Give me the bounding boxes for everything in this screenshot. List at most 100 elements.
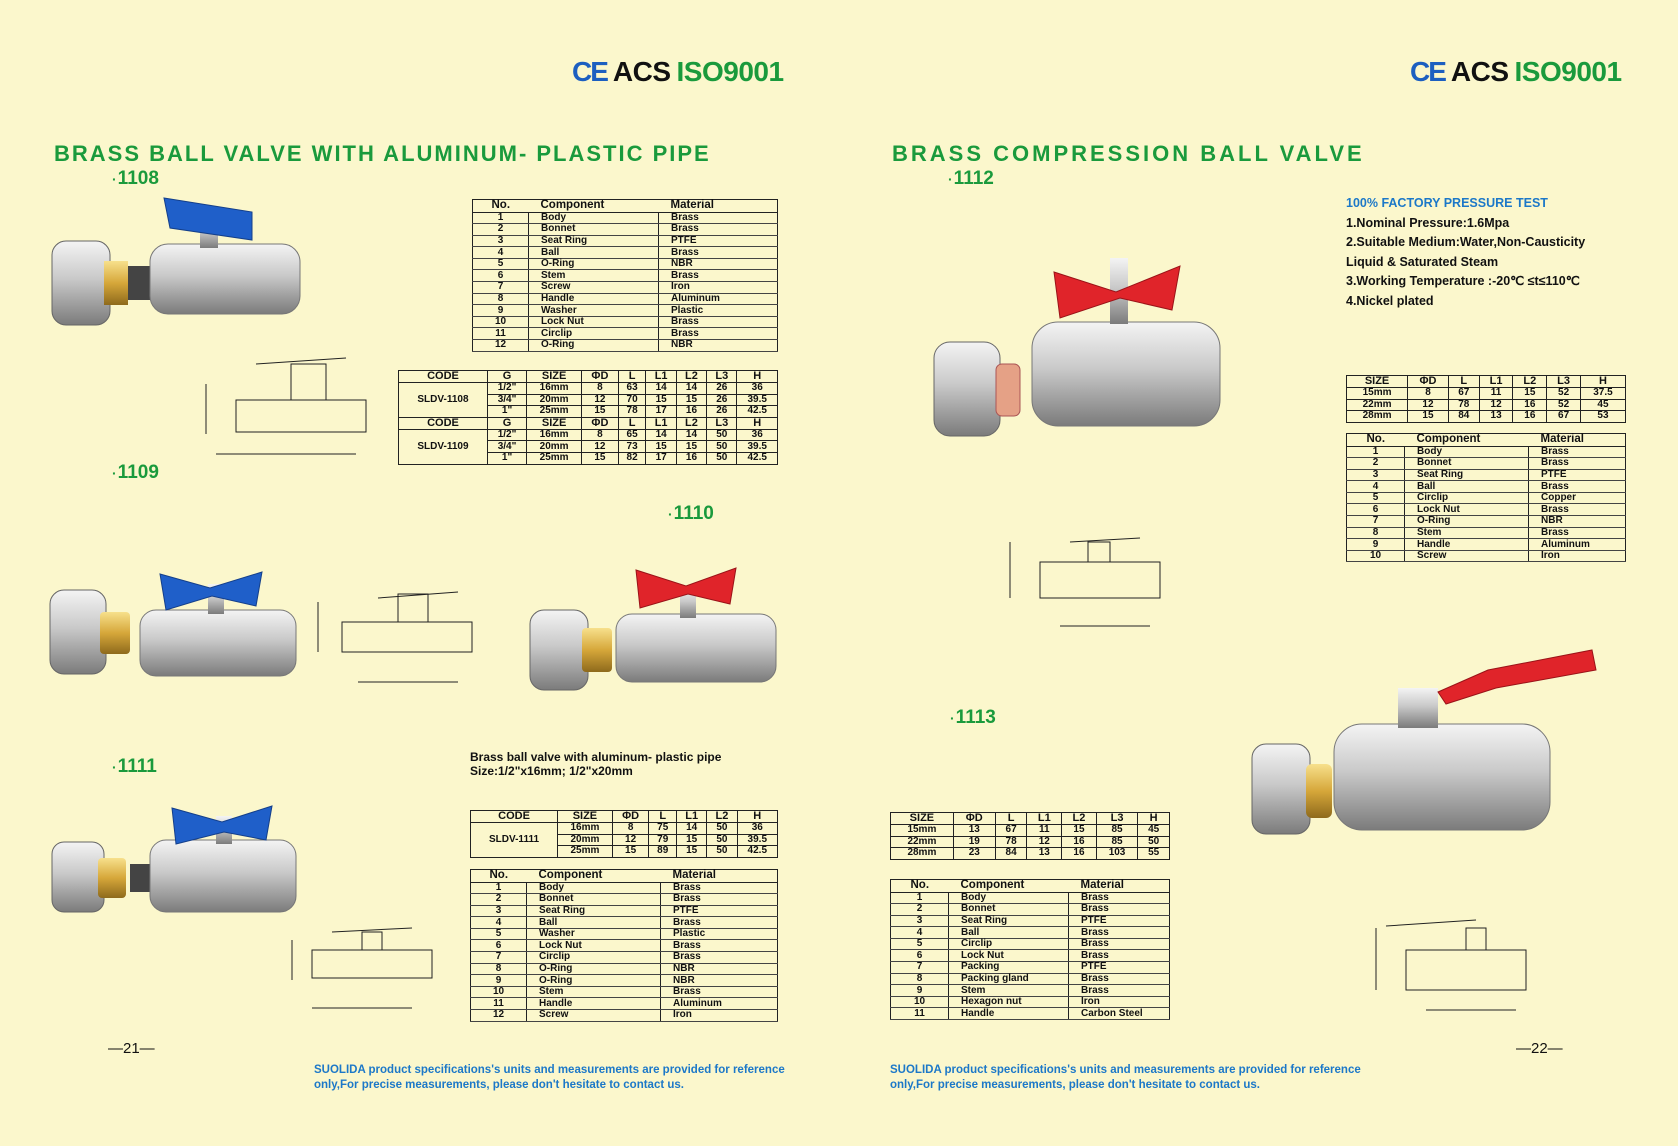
table-cell: 2 [470,893,527,906]
table-cell: 15 [645,393,677,407]
table-cell: 1 [1346,446,1405,459]
table-cell: 10 [470,986,527,999]
table-cell: Screw [528,281,659,294]
table-cell: 16mm [557,822,613,835]
table-cell: 8 [472,293,529,306]
col-header: L2 [706,810,738,823]
table-cell: SLDV-1111 [469,822,559,858]
technical-drawing-1112 [1009,537,1161,627]
page-title-left: BRASS BALL VALVE WITH ALUMINUM- PLASTIC … [54,141,711,166]
table-cell: 26 [706,393,738,407]
table-cell: O-Ring [528,258,659,271]
table-cell: 12 [470,1009,527,1022]
table-cell: 15 [645,440,677,453]
table-cell: PTFE [658,235,778,248]
table-cell: 4 [472,246,529,259]
table-cell: 5 [890,938,949,951]
col-header: Material [1068,879,1170,893]
table-cell: 1" [486,405,528,418]
spec-line: 2.Suitable Medium:Water,Non-Causticity [1346,235,1586,249]
ce-mark: CE [1410,56,1447,87]
table-cell: 75 [648,822,678,835]
spec-line: Liquid & Saturated Steam [1346,254,1499,269]
table-cell: Packing [948,961,1069,974]
table-cell: 36 [736,822,779,835]
spec-line: 1.Nominal Pressure:1.6Mpa [1346,215,1510,230]
col-header: No. [470,869,527,883]
table-cell: SLDV-1109 [398,428,488,465]
table-cell: 84 [1447,410,1480,423]
table-cell: 3/4" [486,393,528,407]
table-cell: Brass [1068,984,1170,997]
col-header: H [1579,375,1627,388]
col-header: L3 [1546,375,1581,388]
table-cell: 7 [472,281,529,294]
footer-line: only,For precise measurements, please do… [890,1079,1260,1091]
col-header: ΦD [1407,375,1449,388]
table-cell: 22mm [890,835,954,849]
table-cell: 67 [1447,387,1480,400]
table-cell: Carbon Steel [1068,1007,1170,1021]
table-cell: Bonnet [948,903,1069,916]
table-cell: 12 [1478,398,1514,412]
col-header: Component [526,869,661,883]
table-cell: 4 [1346,480,1405,493]
table-cell: Stem [1404,527,1529,540]
col-header: SIZE [1345,375,1409,388]
table-cell: Copper [1528,492,1626,505]
table-cell: 6 [472,269,529,283]
table-cell: 10 [890,996,949,1009]
table-cell: Brass [1528,446,1626,459]
table-cell: 78 [617,405,647,418]
table-cell: 8 [890,973,949,986]
table-cell: Brass [1068,926,1170,939]
table-cell: Brass [660,893,778,906]
table-cell: Circlip [528,327,659,341]
table-cell: 12 [581,440,619,453]
table-cell: 3 [890,915,949,928]
table-cell: Iron [1528,550,1626,563]
col-header: L3 [706,416,738,430]
table-cell: Ball [528,246,659,259]
table-cell: Lock Nut [948,949,1069,963]
table-cell: 5 [472,258,529,271]
table-cell: Brass [658,223,778,236]
table-cell: Iron [658,281,778,294]
table-cell: 9 [470,974,527,987]
col-header: ΦD [581,370,619,383]
table-cell: Screw [526,1009,661,1022]
table-cell: 65 [617,428,647,442]
table-cell: 12 [1026,835,1063,849]
table-cell: 3 [470,905,527,918]
table-cell: 15 [581,405,619,418]
table-cell: 20mm [557,833,613,847]
table-cell: 13 [952,824,996,837]
table-cell: Brass [1528,457,1626,470]
col-header: L3 [706,370,738,383]
table-cell: Packing gland [948,973,1069,986]
table-cell: 22mm [1345,398,1409,412]
col-header: L3 [1095,812,1139,825]
col-header: L2 [1061,812,1097,825]
table-cell: 28mm [1345,410,1409,423]
table-cell: NBR [658,339,778,352]
table-cell: PTFE [660,905,778,918]
table-cell: 53 [1579,410,1627,423]
table-cell: O-Ring [1404,515,1529,528]
col-header: CODE [398,416,488,430]
table-cell: Iron [660,1009,778,1022]
